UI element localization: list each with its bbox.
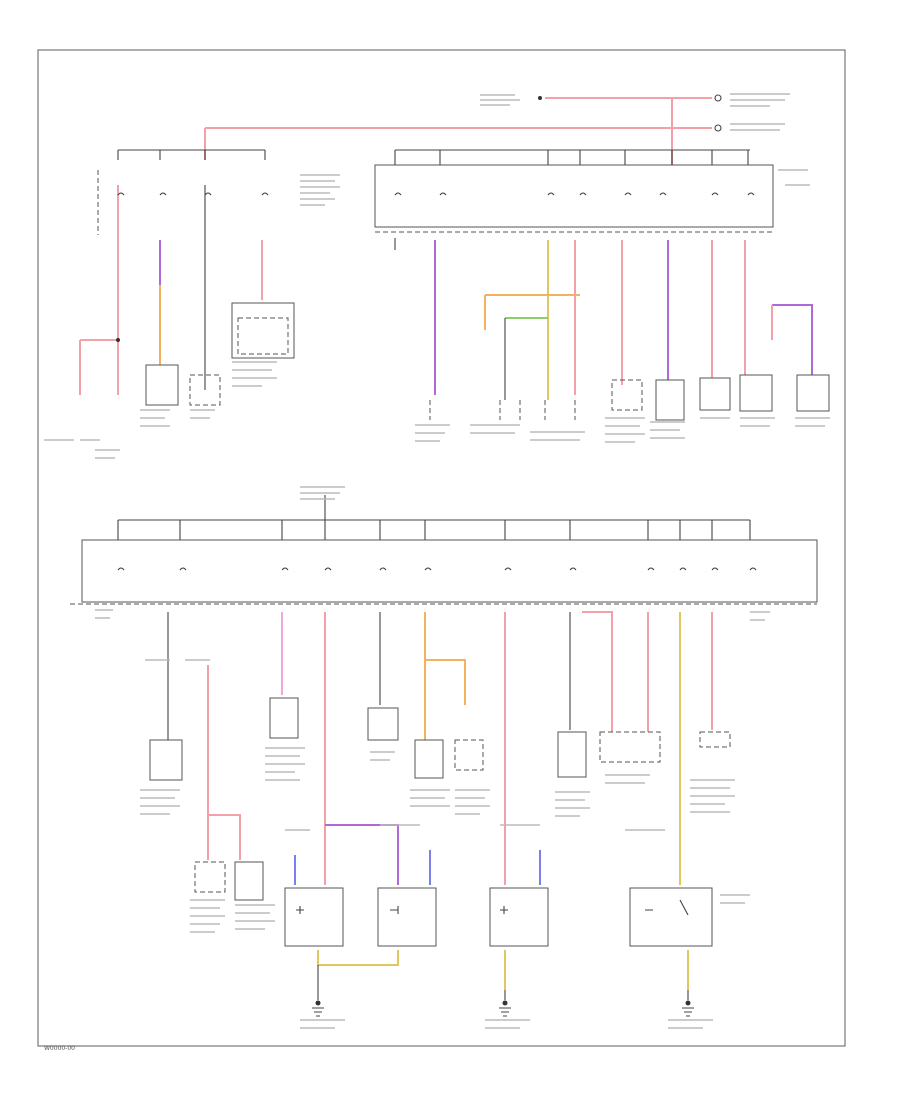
middle-fuse-block — [70, 495, 818, 605]
figure-code: W0000-00 — [44, 1045, 75, 1052]
component-box — [231, 302, 295, 359]
upper-left-fuses — [79, 149, 295, 406]
component-box — [269, 697, 299, 739]
component-box — [145, 364, 179, 406]
illegible-labels — [44, 93, 830, 1029]
relay-3 — [489, 887, 549, 947]
component-box — [414, 739, 444, 779]
diagram-frame — [37, 49, 846, 1047]
relay-4 — [629, 887, 713, 947]
upper-right-fuse-block — [374, 149, 830, 421]
relay-2 — [377, 887, 437, 947]
relay-1 — [284, 887, 344, 947]
top-supply — [204, 94, 722, 165]
component-box — [796, 374, 830, 412]
component-box — [699, 377, 731, 411]
component-box — [557, 731, 587, 778]
fuse-holder — [374, 164, 774, 228]
fuse-holder — [81, 539, 818, 603]
component-box — [149, 739, 183, 781]
component-box — [655, 379, 685, 421]
component-box — [234, 861, 264, 901]
lower-wiring — [167, 611, 713, 1006]
lower-components — [149, 697, 731, 1017]
component-box — [367, 707, 399, 741]
component-box — [739, 374, 773, 412]
